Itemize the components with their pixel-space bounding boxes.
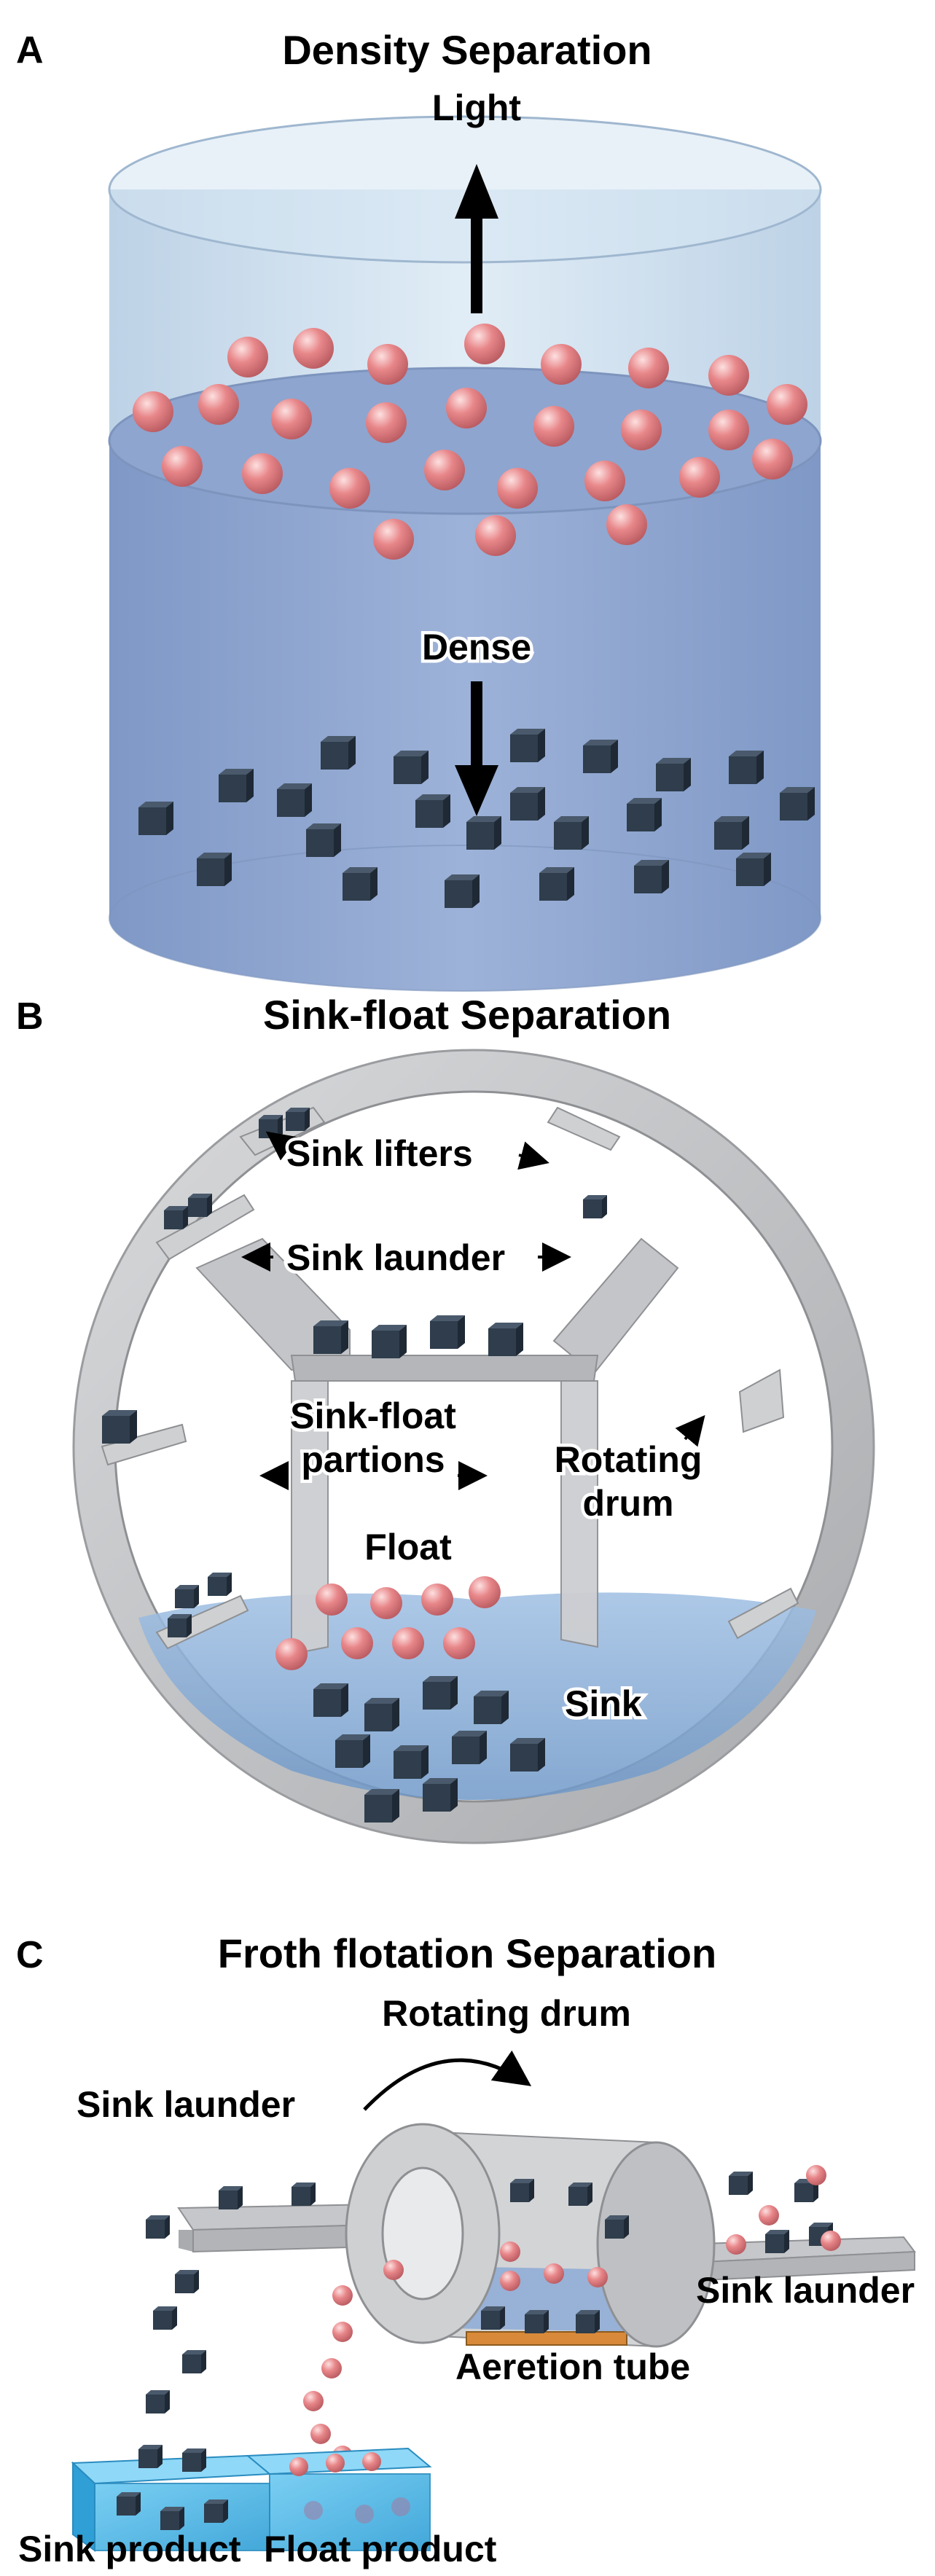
floating-spheres xyxy=(133,324,807,560)
panel-c: C Froth flotation Separation Rotating dr… xyxy=(16,1930,916,2569)
label-sink-product: Sink product xyxy=(18,2529,241,2569)
sink-launder-right-wing xyxy=(552,1237,679,1375)
cylinder-bottom-rim xyxy=(109,845,821,992)
label-sink-launder: Sink launder xyxy=(286,1237,505,1278)
label-float: Float xyxy=(364,1527,452,1567)
float-spheres xyxy=(275,1576,501,1670)
label-rotating-line1: Rotating xyxy=(555,1439,703,1480)
panel-letter-a: A xyxy=(16,29,44,71)
panel-b: B Sink-float Separation xyxy=(16,992,875,1844)
label-light: Light xyxy=(432,87,522,128)
label-sink: Sink xyxy=(565,1683,642,1724)
panel-c-title: Froth flotation Separation xyxy=(218,1930,716,1976)
label-dense: Dense xyxy=(422,627,531,668)
label-rotating-line2: drum xyxy=(583,1483,674,1524)
rotating-drum-ring xyxy=(74,1050,874,1843)
arrow-up-head xyxy=(455,164,498,219)
label-aeration-tube: Aeretion tube xyxy=(455,2346,690,2387)
panel-b-title: Sink-float Separation xyxy=(263,992,671,1038)
panel-letter-b: B xyxy=(16,995,44,1038)
panel-a-title: Density Separation xyxy=(282,27,652,73)
panel-letter-c: C xyxy=(16,1934,44,1976)
sink-product-tank xyxy=(71,2445,272,2552)
label-sink-lifters: Sink lifters xyxy=(286,1133,473,1174)
aeration-tube xyxy=(466,2331,627,2346)
panel-a: A Density Separation xyxy=(16,27,822,992)
label-partitions-line1: Sink-float xyxy=(290,1395,456,1436)
launder-rail-left-end xyxy=(179,2230,193,2252)
rotation-arrow xyxy=(363,2050,532,2111)
dense-liquid xyxy=(109,441,821,991)
float-product-tank xyxy=(246,2447,432,2551)
label-sink-launder-left: Sink launder xyxy=(77,2084,295,2125)
panel-b-pointers xyxy=(241,1131,705,1490)
label-float-product: Float product xyxy=(264,2529,497,2569)
label-sink-launder-right: Sink launder xyxy=(696,2270,915,2311)
arrow-down-head xyxy=(455,765,498,816)
label-rotating-drum: Rotating drum xyxy=(382,1993,631,2034)
cylinder-top-rim xyxy=(108,115,822,264)
drum-outer-edge xyxy=(72,1049,875,1844)
partition-left xyxy=(291,1380,329,1656)
label-partitions-line2: partions xyxy=(301,1439,445,1480)
sink-launder-floor xyxy=(290,1355,599,1382)
froth-spheres xyxy=(303,2165,841,2466)
froth-drum-right-ring xyxy=(596,2141,716,2348)
partition-right xyxy=(560,1380,598,1648)
